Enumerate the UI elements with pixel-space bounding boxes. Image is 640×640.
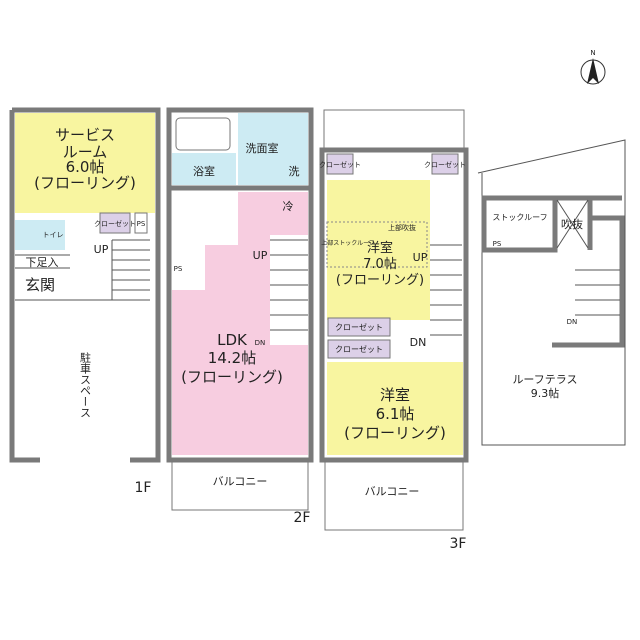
room-label: LDK (217, 331, 248, 349)
room-label: (フローリング) (34, 174, 136, 192)
room-label: 吹抜 (561, 217, 583, 231)
room-label: 洋室 (380, 386, 410, 404)
room-label: 玄関 (25, 276, 55, 294)
closet-1f (99, 212, 131, 234)
room-label: ストックルーフ (492, 213, 547, 222)
closet-3f-right (431, 153, 459, 175)
floor-3f: クローゼット クローゼット 上部ストックルーフ 上部吹抜 洋室 7.0帖 (フロ… (319, 109, 469, 552)
room-label: N (590, 49, 595, 57)
balcony-3f (324, 461, 464, 531)
room-label: UP (413, 251, 428, 264)
room-label: DN (410, 336, 427, 349)
room-label: DN (255, 339, 266, 347)
room-label: 冷 (283, 200, 294, 213)
room-label: (フローリング) (181, 368, 283, 386)
washroom (238, 113, 308, 185)
room-label: PS (137, 220, 146, 228)
room-label: 洋室 (367, 240, 393, 256)
ldk (172, 192, 308, 455)
room-label: 14.2帖 (208, 349, 256, 367)
floor-1f: サービス ルーム 6.0帖 (フローリング) トイレ クローゼット PS UP … (9, 107, 161, 496)
room-label: 駐車スペース (79, 351, 92, 418)
room-label: (フローリング) (344, 424, 446, 442)
room-label: バルコニー (213, 475, 268, 488)
room-label: DN (567, 318, 578, 326)
room-label: 3F (450, 536, 467, 552)
room-label: 9.3帖 (531, 387, 560, 400)
room-label: バルコニー (365, 485, 420, 498)
room-label: ルーフテラス (512, 373, 577, 386)
closet-3f-1 (327, 317, 391, 337)
floor-roof: ストックルーフ 吹抜 PS DN ルーフテラス 9.3帖 (477, 139, 626, 446)
bathroom (172, 153, 236, 185)
room-label: 6.1帖 (376, 405, 415, 423)
toilet (15, 220, 65, 250)
room-label: クローゼット (94, 219, 136, 228)
room-label: 洗面室 (246, 141, 279, 155)
room-label: クローゼット (335, 344, 383, 354)
room-label: UP (253, 249, 268, 262)
closet-3f-left (326, 153, 354, 175)
room-label: 1F (135, 480, 152, 496)
room-label: トイレ (43, 231, 64, 239)
room-label: 洗 (289, 165, 300, 178)
room-label: 浴室 (193, 164, 215, 178)
balcony-2f (171, 461, 309, 511)
room-label: PS (493, 240, 502, 248)
room-label: 下足入 (26, 256, 59, 269)
north-compass-icon: N (580, 49, 606, 85)
floor-2f: 浴室 洗面室 洗 冷 PS UP DN LDK 14.2帖 (フローリング) バ… (166, 107, 314, 526)
ps-1f (134, 212, 148, 234)
western-room-6 (327, 362, 463, 455)
room-label: PS (174, 265, 183, 273)
room-label: UP (94, 243, 109, 256)
room-label: クローゼット (319, 160, 361, 169)
room-label: クローゼット (424, 160, 466, 169)
room-label: 7.0帖 (363, 257, 397, 272)
bathtub (175, 117, 231, 151)
closet-3f-2 (327, 339, 391, 359)
room-label: 上部吹抜 (388, 223, 416, 232)
room-label: ルーム (63, 143, 108, 161)
room-label: サービス (55, 126, 115, 144)
room-label: クローゼット (335, 322, 383, 332)
room-label: 2F (294, 510, 311, 526)
service-room (15, 113, 155, 213)
room-label: 6.0帖 (66, 158, 105, 176)
western-room-7 (327, 180, 430, 320)
room-label: 上部ストックルーフ (321, 239, 374, 247)
room-label: (フローリング) (336, 273, 424, 288)
